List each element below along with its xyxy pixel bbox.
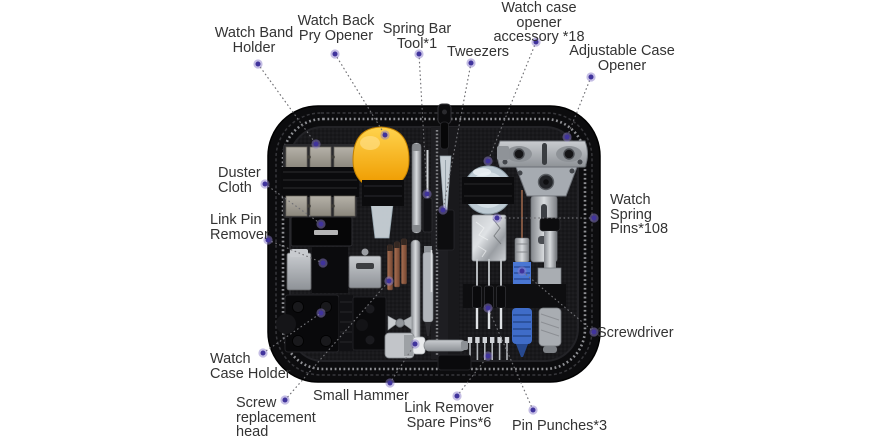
zipper-pull (437, 103, 452, 150)
label-adjustable-case-opener: Adjustable Case Opener (569, 43, 675, 74)
pin-punches-tool (472, 259, 506, 329)
callout-dot (387, 380, 393, 386)
callout-dot (485, 353, 491, 359)
leader-screw-replacement-head (280, 276, 394, 405)
leader-adjustable-case-opener (562, 72, 596, 142)
silver-bit-driver-tool (537, 217, 562, 287)
watch-spring-pins-pack (471, 214, 507, 262)
callout-dot (530, 407, 536, 413)
callout-dot (412, 341, 418, 347)
leader-small-hammer (385, 339, 420, 388)
tweezers-tool (436, 155, 455, 251)
callout-dot (265, 237, 271, 243)
leader-watch-spring-pins (492, 213, 599, 223)
leader-watch-case-holder (258, 308, 326, 358)
callout-dot (591, 329, 597, 335)
leader-spring-bar-tool (414, 49, 432, 199)
label-watch-back-pry-opener: Watch Back Pry Opener (297, 13, 375, 44)
screw-replacement-heads (387, 238, 407, 291)
label-spring-bar-tool: Spring Bar Tool*1 (382, 21, 452, 52)
callout-dot (468, 60, 474, 66)
leader-link-pin-remover (263, 235, 328, 268)
label-watch-case-holder: Watch Case Holder (210, 351, 291, 382)
callout-dot (440, 207, 446, 213)
callout-dot (485, 158, 491, 164)
blue-screwdriver-grip (512, 308, 532, 357)
link-pin-remover-tool (286, 247, 382, 293)
duster-cloth-pad (290, 216, 353, 247)
callout-dot (485, 305, 491, 311)
label-duster-cloth: Duster Cloth (218, 165, 261, 196)
case-opener-accessory-jar (462, 165, 514, 215)
leader-link-remover-spare-pins (452, 351, 493, 401)
pry-blade (370, 203, 394, 239)
label-link-remover-spare-pins: Link Remover Spare Pins*6 (404, 400, 494, 431)
callout-dot (313, 141, 319, 147)
callout-dot (454, 393, 460, 399)
watch-band-holder-tool (281, 144, 359, 218)
case-zipper-teeth (281, 117, 587, 371)
label-tweezers: Tweezers (447, 44, 510, 60)
callout-dot (416, 51, 422, 57)
label-watch-spring-pins: Watch Spring Pins*108 (610, 192, 669, 237)
label-watch-band-holder: Watch Band Holder (214, 25, 294, 56)
callout-dot (424, 191, 430, 197)
silver-driver-grip (538, 307, 562, 353)
label-screw-replacement-head: Screw replacement head (236, 395, 316, 440)
leader-watch-case-opener-accessory (483, 37, 541, 166)
callout-dot (262, 181, 268, 187)
label-pin-punches: Pin Punches*3 (512, 418, 608, 434)
jar-strap (462, 177, 514, 204)
wing-nut (387, 315, 413, 331)
small-hammer-tool (384, 332, 468, 359)
callout-dot (282, 397, 288, 403)
label-small-hammer: Small Hammer (313, 388, 409, 404)
watch-back-pry-opener-tool (352, 126, 410, 239)
callout-dot (382, 132, 388, 138)
leader-watch-back-pry-opener (330, 49, 390, 140)
brand-logo (314, 230, 338, 235)
leader-screwdriver (517, 266, 599, 337)
callout-dot (588, 74, 594, 80)
label-watch-case-opener-accessory: Watch case opener accessory *18 (493, 0, 585, 45)
callout-dot (318, 221, 324, 227)
callout-dot (255, 61, 261, 67)
case-bottom-tab (437, 354, 472, 371)
pen-screwdriver-with-clip (422, 246, 434, 336)
callout-dot (519, 268, 525, 274)
leader-pin-punches (483, 303, 538, 415)
label-screwdriver: Screwdriver (597, 325, 674, 341)
hammer-handle-rod (410, 239, 421, 343)
leader-duster-cloth (260, 179, 326, 229)
callout-dot (591, 215, 597, 221)
leader-watch-band-holder (253, 59, 321, 149)
callout-dot (332, 51, 338, 57)
annotation-layer (253, 37, 599, 415)
leader-tweezers (438, 58, 476, 215)
watch-case-holder-tool (276, 294, 387, 353)
callout-dot (564, 134, 570, 140)
callout-dot (318, 310, 324, 316)
label-link-pin-remover: Link Pin Remover (210, 212, 269, 243)
callout-dot (533, 39, 539, 45)
callout-dot (386, 278, 392, 284)
callout-dot (260, 350, 266, 356)
callout-dot (320, 260, 326, 266)
callout-dot (494, 215, 500, 221)
